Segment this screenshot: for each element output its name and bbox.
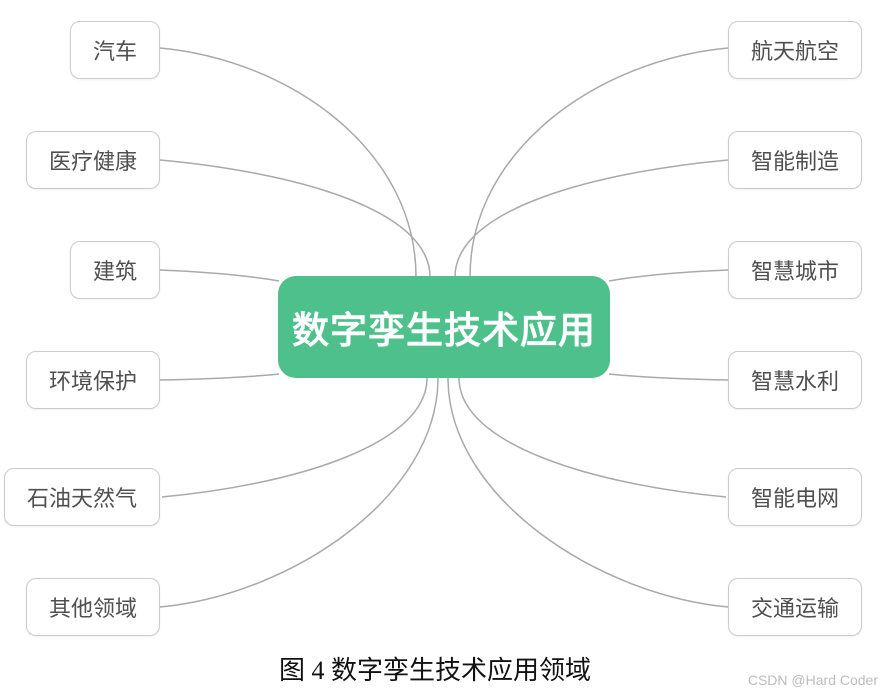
connector-smart-grid xyxy=(458,377,727,498)
node-label: 其他领域 xyxy=(48,596,137,621)
connector-transportation xyxy=(447,377,729,608)
node-transportation: 交通运输 xyxy=(728,578,863,636)
node-oil-gas: 石油天然气 xyxy=(3,468,160,526)
node-smart-manufacturing: 智能制造 xyxy=(728,131,863,189)
center-node-label: 数字孪生技术应用 xyxy=(292,310,596,351)
node-other-fields: 其他领域 xyxy=(25,578,160,636)
node-healthcare: 医疗健康 xyxy=(25,131,160,189)
node-label: 建筑 xyxy=(92,259,137,284)
node-label: 环境保护 xyxy=(48,369,137,394)
node-label: 汽车 xyxy=(92,39,137,64)
connector-smart-manufacturing xyxy=(454,159,729,278)
node-label: 智慧城市 xyxy=(751,259,840,284)
connector-smart-city xyxy=(608,269,729,282)
connector-aerospace xyxy=(469,47,729,278)
connector-smart-water xyxy=(608,373,729,381)
connector-healthcare xyxy=(159,159,431,278)
connector-environment xyxy=(159,373,280,381)
node-label: 医疗健康 xyxy=(48,149,137,174)
connector-automobile xyxy=(159,47,417,278)
center-node-digital-twin-applications: 数字孪生技术应用 xyxy=(278,276,610,378)
node-smart-grid: 智能电网 xyxy=(728,468,863,526)
node-environment: 环境保护 xyxy=(25,351,160,409)
node-label: 智慧水利 xyxy=(751,369,840,394)
node-automobile: 汽车 xyxy=(69,21,160,79)
node-label: 石油天然气 xyxy=(26,486,137,511)
connector-other-fields xyxy=(159,377,439,608)
node-label: 智能电网 xyxy=(751,486,840,511)
node-label: 航天航空 xyxy=(751,39,840,64)
connector-oil-gas xyxy=(161,377,428,498)
node-construction: 建筑 xyxy=(69,241,160,299)
node-label: 交通运输 xyxy=(751,596,840,621)
node-label: 智能制造 xyxy=(751,149,840,174)
node-aerospace: 航天航空 xyxy=(728,21,863,79)
node-smart-city: 智慧城市 xyxy=(728,241,863,299)
connector-construction xyxy=(159,269,280,282)
figure-caption: 图 4 数字孪生技术应用领域 xyxy=(278,656,591,685)
csdn-watermark: CSDN @Hard Coder xyxy=(747,672,878,688)
node-smart-water: 智慧水利 xyxy=(728,351,863,409)
